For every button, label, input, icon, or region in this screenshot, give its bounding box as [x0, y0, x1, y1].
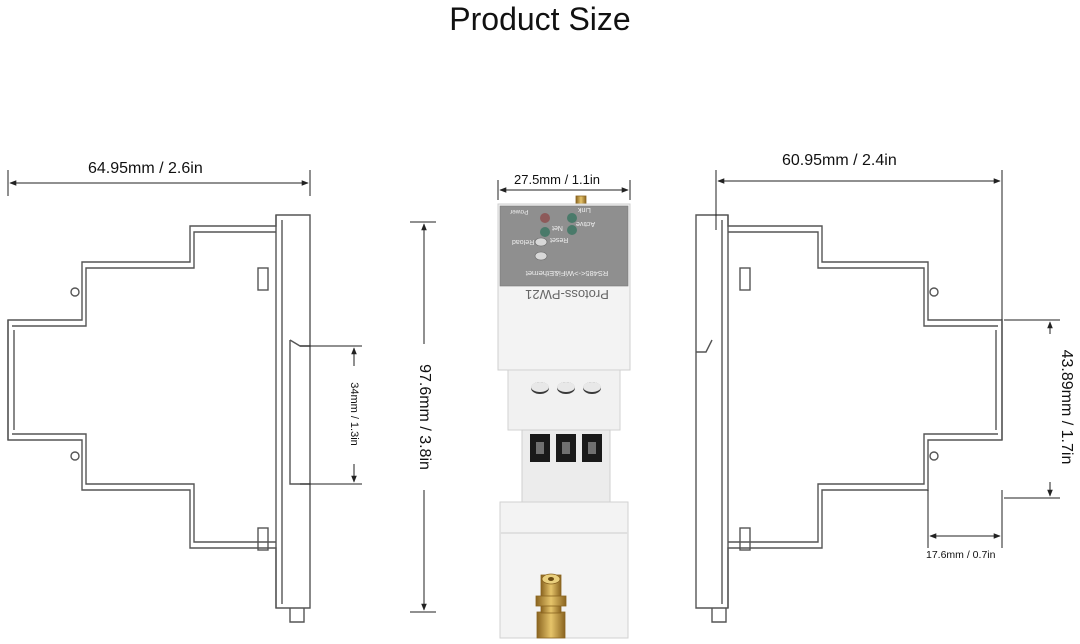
page-title: Product Size — [449, 1, 631, 37]
led-link — [567, 213, 577, 223]
front-width-dimension — [497, 180, 631, 200]
right-height-label: 43.89mm / 1.7in — [1058, 349, 1075, 465]
button-label-reload: Reload — [512, 238, 535, 245]
left-side-view — [7, 214, 311, 623]
left-height-label: 97.6mm / 3.8in — [416, 364, 433, 470]
led-label-link: Link — [578, 206, 591, 213]
right-width-dimension — [715, 170, 1003, 320]
sma-antenna-connector — [535, 573, 567, 639]
left-width-label: 64.95mm / 2.6in — [88, 160, 203, 177]
led-active — [567, 225, 577, 235]
led-label-net: Net — [552, 224, 563, 231]
right-width-label: 60.95mm / 2.4in — [782, 152, 897, 169]
right-bottom-label: 17.6mm / 0.7in — [926, 549, 996, 561]
reset-button — [534, 237, 548, 247]
button-label-reset: Reset — [550, 236, 569, 243]
device-model-text: Protoss-PW21 — [525, 287, 609, 302]
right-height-dimension — [1004, 319, 1060, 499]
left-inner-label: 34mm / 1.3in — [348, 382, 360, 446]
led-net — [540, 227, 550, 237]
reload-button — [534, 251, 548, 261]
front-panel — [499, 205, 629, 287]
led-power — [540, 213, 550, 223]
led-label-active: Active — [576, 220, 596, 227]
device-subtitle-text: RS485<->WiFi&Ethernet — [525, 269, 609, 278]
led-label-power: Power — [510, 208, 529, 215]
right-side-view — [695, 214, 1003, 623]
right-bottom-dimension — [927, 490, 1003, 548]
front-view — [497, 195, 631, 639]
left-width-dimension — [7, 170, 311, 196]
left-inner-dimension — [300, 345, 362, 485]
left-height-dimension — [410, 221, 436, 613]
front-width-label: 27.5mm / 1.1in — [514, 172, 600, 187]
